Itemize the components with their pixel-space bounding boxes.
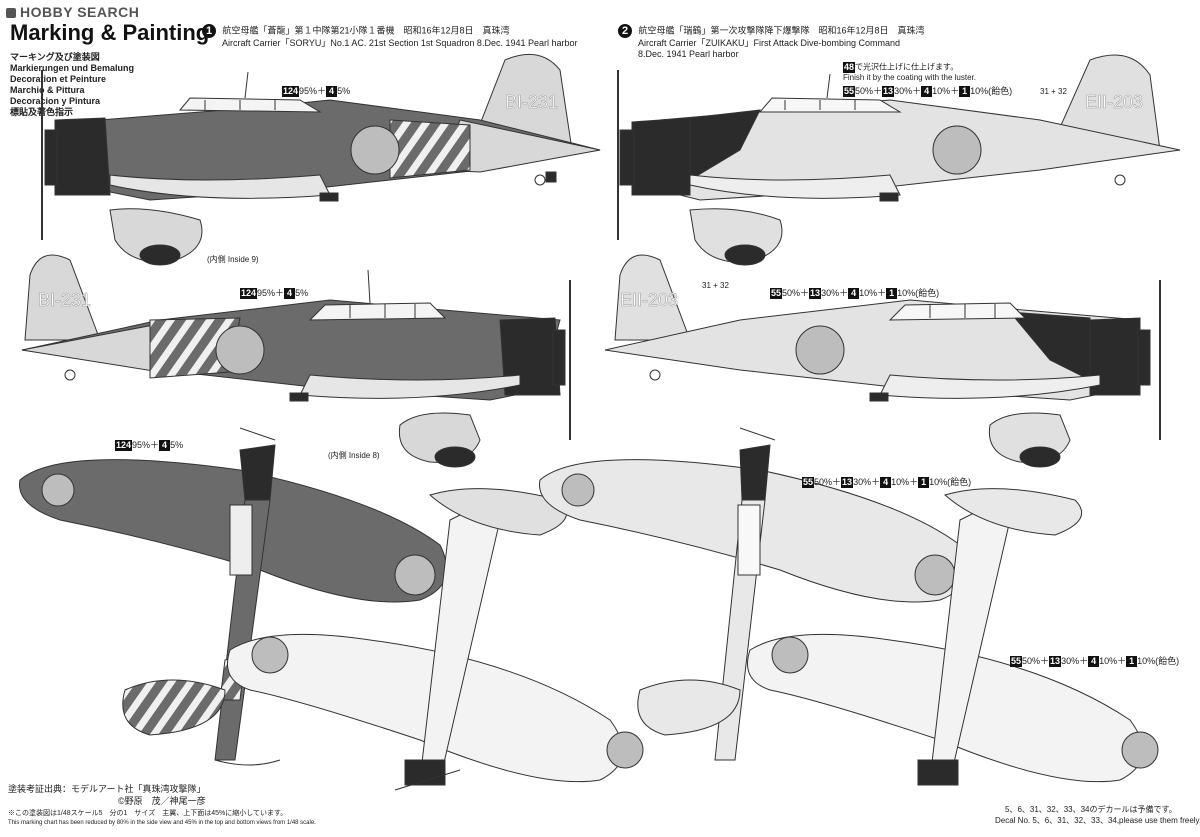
marking2-header: 2 航空母艦「瑞鶴」第一次攻撃隊降下爆撃隊 昭和16年12月8日 真珠湾 Air… <box>618 24 925 60</box>
marking1-side-view-left <box>41 53 601 266</box>
coat-en1: Finish it by the coating with the luster… <box>843 73 976 82</box>
footer-source: 塗装考証出典：モデルアート社「真珠湾攻撃隊」 <box>8 784 206 794</box>
coat-num: 48 <box>843 62 856 73</box>
lang-title: マーキング及び塗装図 <box>10 52 100 62</box>
lang-title: Markierungen und Bemalung <box>10 63 135 73</box>
page-title: Marking & Painting <box>10 20 210 45</box>
marking1-top-view <box>19 427 448 766</box>
marking2-side-view-left <box>617 54 1181 266</box>
footer-decal-jp: 5、6、31、32、33、34のデカールは予備です。 <box>1005 805 1177 814</box>
footer-authors: ©野原 茂／神尾一彦 <box>118 796 206 806</box>
callout-inside9: (内側 Inside 9) <box>207 255 259 264</box>
marking2-jp: 航空母艦「瑞鶴」第一次攻撃隊降下爆撃隊 昭和16年12月8日 真珠湾 <box>638 25 925 36</box>
logo-icon <box>6 8 16 19</box>
coat-note: 48で光沢仕上げに仕上げます。 Finish it by the coating… <box>843 62 976 82</box>
marking1-header: 1 航空母艦「蒼龍」第１中隊第21小隊１番機 昭和16年12月8日 真珠湾 Ai… <box>202 24 578 49</box>
callout-31-32-a: 31 + 32 <box>1040 87 1067 96</box>
marking2-top-view <box>539 427 968 761</box>
marking2-number: 2 <box>618 24 632 38</box>
footer-scale-en: This marking chart has been reduced by 8… <box>8 820 316 826</box>
marking1-side-view-right <box>21 254 571 468</box>
marking2-en1: Aircraft Carrier「ZUIKAKU」First Attack Di… <box>638 38 901 48</box>
footer-decal-en: Decal No. 5、6、31、32、33、34,please use the… <box>995 816 1200 825</box>
footer-scale: ※この塗装図は1/48スケール5 分の1 サイズ 主翼、上下面は45%に縮小して… <box>8 810 288 817</box>
marking2-bottom-view <box>747 488 1159 786</box>
tail-code-2a: EII-203 <box>1085 92 1143 112</box>
callout-31-32-b: 31 + 32 <box>702 281 729 290</box>
tail-code-2b: EII-203 <box>620 290 678 310</box>
marking2-en2: 8.Dec. 1941 Pearl harbor <box>638 49 739 59</box>
lang-title: Marchio & Pittura <box>10 85 85 95</box>
tail-code-1b: BI-231 <box>38 290 91 310</box>
marking1-jp: 航空母艦「蒼龍」第１中隊第21小隊１番機 昭和16年12月8日 真珠湾 <box>222 25 510 36</box>
tail-code-1a: BI-231 <box>505 92 558 112</box>
callout-inside8: (内側 Inside 8) <box>328 451 380 460</box>
marking1-bottom-view <box>227 488 644 791</box>
hobby-search-logo: HOBBY SEARCH <box>6 4 139 20</box>
marking1-en: Aircraft Carrier「SORYU」No.1 AC. 21st Sec… <box>222 38 578 48</box>
lang-title: Decoration et Peinture <box>10 74 107 84</box>
marking2-side-view-right <box>604 254 1161 468</box>
marking1-number: 1 <box>202 24 216 38</box>
lang-title: Decoracion y Pintura <box>10 96 101 106</box>
